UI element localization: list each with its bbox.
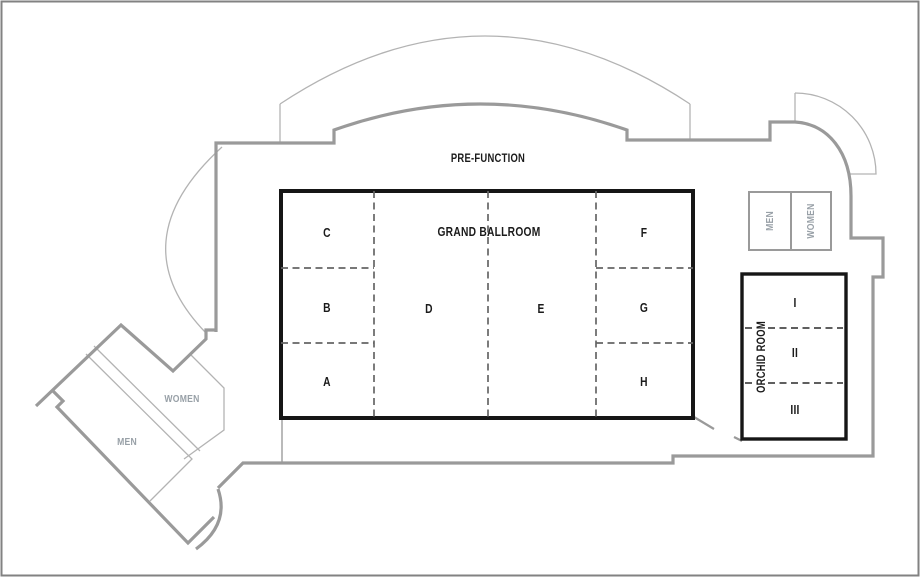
ballroom-section-a: A (323, 375, 331, 389)
lower-men-label: MEN (117, 436, 137, 448)
lower-women-label: WOMEN (164, 393, 200, 405)
grand-ballroom-outline (279, 189, 695, 420)
ballroom-section-f: F (640, 226, 648, 240)
grand-ballroom-title: GRAND BALLROOM (437, 225, 541, 239)
ballroom-section-d: D (425, 302, 433, 316)
ballroom-dividers (281, 191, 693, 418)
perimeter-wall (214, 102, 885, 490)
upper-men-label: MEN (764, 211, 776, 231)
main-walls (34, 102, 885, 551)
lower-door-arc (195, 488, 223, 551)
corridor-wall-upper (93, 345, 201, 452)
orchid-section-ii: II (791, 346, 799, 360)
thin-walls (85, 35, 877, 502)
upper-men-room-outline (748, 191, 792, 251)
outer-curved-wall (279, 35, 691, 105)
ballroom-section-h: H (640, 375, 648, 389)
orchid-section-iii: III (790, 403, 800, 417)
ballroom-section-g: G (639, 301, 649, 315)
orchid-section-i: I (793, 296, 797, 310)
ballroom-section-e: E (537, 302, 545, 316)
lower-block-south-walls (50, 388, 216, 546)
pre-function-label: PRE-FUNCTION (450, 153, 526, 165)
left-curved-wall (165, 146, 223, 334)
orchid-room-title: ORCHID ROOM (756, 318, 768, 396)
ballroom-section-b: B (323, 301, 331, 315)
upper-women-room-outline (790, 191, 832, 251)
upper-women-label: WOMEN (805, 203, 817, 239)
ballroom-section-c: C (323, 226, 331, 240)
lower-block-north-walls (34, 322, 217, 408)
lower-women-room-wall (183, 353, 225, 460)
door-tick-left (693, 416, 715, 430)
corridor-wall-lower (85, 353, 193, 502)
upper-right-door-swing (794, 92, 877, 175)
